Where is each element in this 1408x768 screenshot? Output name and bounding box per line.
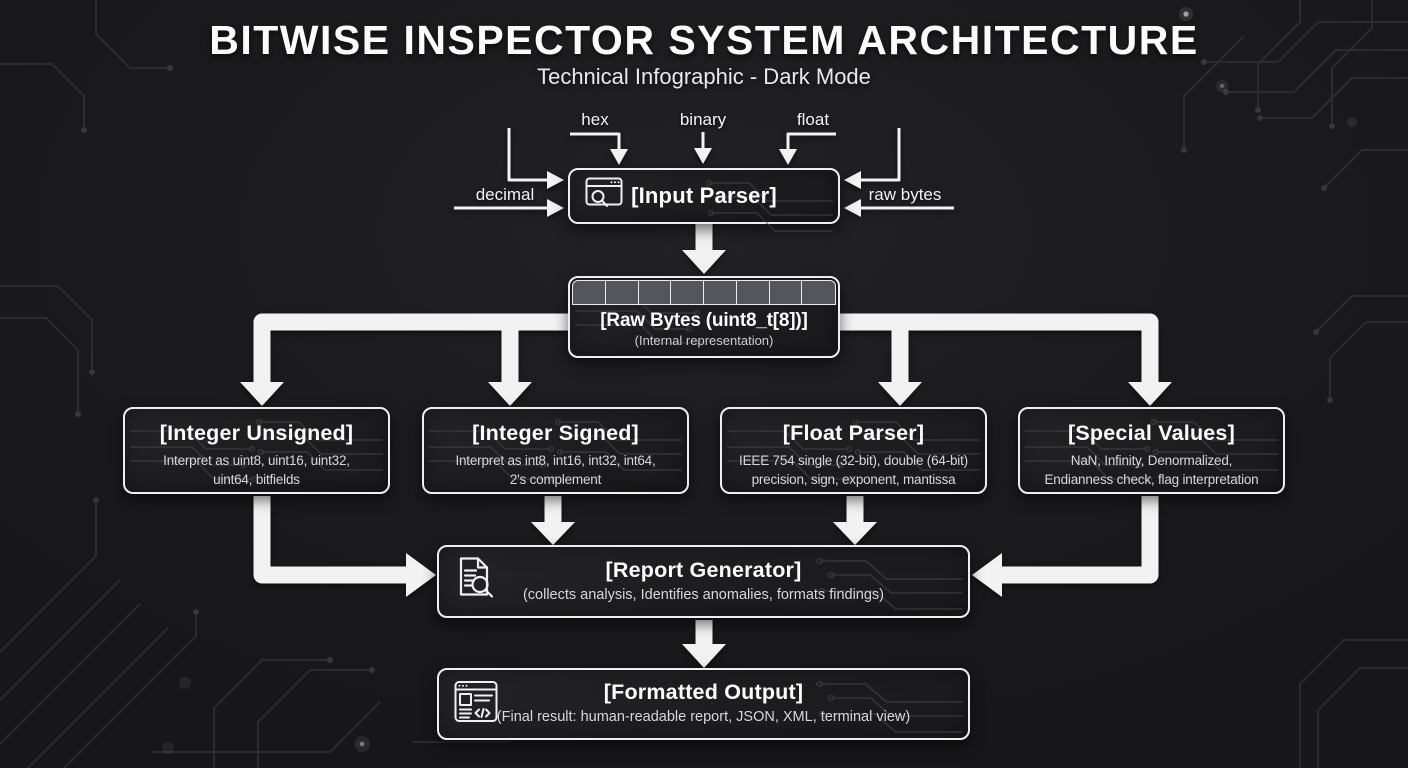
page-title: BITWISE INSPECTOR SYSTEM ARCHITECTURE <box>209 17 1199 63</box>
integer-unsigned-desc-line1: Interpret as uint8, uint16, uint32, <box>163 453 350 468</box>
window-search-icon <box>585 177 623 215</box>
byte-cell <box>768 280 804 305</box>
float-parser-title: [Float Parser] <box>782 421 925 445</box>
byte-cell <box>801 280 837 305</box>
report-generator-node: [Report Generator] (collects analysis, I… <box>437 545 970 618</box>
arrow-decimal-lower-to-input-parser <box>454 199 564 217</box>
raw-bytes-subtitle: (Internal representation) <box>634 333 774 348</box>
formatted-output-node: [Formatted Output] (Final result: human-… <box>437 668 970 740</box>
integer-unsigned-title: [Integer Unsigned] <box>159 421 354 445</box>
arrow-integer-signed-to-report-generator <box>531 496 575 545</box>
special-values-node: [Special Values] NaN, Infinity, Denormal… <box>1018 407 1285 494</box>
special-values-desc-line2: Endianness check, flag interpretation <box>1044 471 1259 487</box>
arrow-decimal-upper-to-input-parser <box>507 128 564 189</box>
arrow-hex-to-input-parser <box>570 132 628 165</box>
input-parser-title: [Input Parser] <box>631 183 777 208</box>
input-label-float: float <box>796 110 830 129</box>
input-label-decimal: decimal <box>475 185 535 204</box>
special-values-desc-line1: NaN, Infinity, Denormalized, <box>1070 453 1233 468</box>
report-generator-title: [Report Generator] <box>605 558 802 582</box>
arrow-raw-bytes-to-integer-signed <box>488 318 532 406</box>
page-subtitle: Technical Infographic - Dark Mode <box>537 64 871 89</box>
arrow-special-values-to-report-generator <box>972 496 1159 597</box>
arrow-raw-bytes-to-special-values <box>840 313 1172 406</box>
byte-cell <box>572 280 607 305</box>
arrow-raw-bytes-to-float-parser <box>878 318 922 406</box>
input-label-hex: hex <box>581 110 609 129</box>
input-label-raw-bytes: raw bytes <box>868 185 942 204</box>
float-parser-node: [Float Parser] IEEE 754 single (32-bit),… <box>720 407 987 494</box>
document-search-icon <box>454 556 496 607</box>
arrow-report-generator-to-formatted-output <box>682 620 726 668</box>
float-parser-desc-line1: IEEE 754 single (32-bit), double (64-bit… <box>739 453 968 468</box>
formatted-output-title: [Formatted Output] <box>603 680 804 704</box>
integer-unsigned-desc-line2: uint64, bitfields <box>213 471 300 487</box>
byte-cell <box>637 280 673 305</box>
report-generator-subtitle: (collects analysis, Identifies anomalies… <box>522 587 885 603</box>
integer-signed-title: [Integer Signed] <box>472 421 639 445</box>
arrow-rawbytes-upper-to-input-parser <box>844 128 901 189</box>
input-label-binary: binary <box>679 110 727 129</box>
float-parser-desc-line2: precision, sign, exponent, mantissa <box>751 471 956 487</box>
raw-bytes-title: [Raw Bytes (uint8_t[8])] <box>600 310 808 331</box>
integer-unsigned-node: [Integer Unsigned] Interpret as uint8, u… <box>123 407 390 494</box>
integer-signed-desc-line2: 2's complement <box>509 471 602 487</box>
byte-cell <box>604 280 640 305</box>
arrow-raw-bytes-to-integer-unsigned <box>240 313 568 406</box>
integer-signed-node: [Integer Signed] Interpret as int8, int1… <box>422 407 689 494</box>
raw-bytes-node: [Raw Bytes (uint8_t[8])] (Internal repre… <box>568 276 840 358</box>
byte-cell <box>670 280 705 305</box>
input-parser-node: [Input Parser] <box>568 168 840 232</box>
arrow-float-parser-to-report-generator <box>833 496 877 545</box>
arrow-float-to-input-parser <box>779 132 836 165</box>
arrow-rawbytes-lower-to-input-parser <box>844 199 954 217</box>
byte-cell <box>703 280 738 305</box>
integer-signed-desc-line1: Interpret as int8, int16, int32, int64, <box>455 453 656 468</box>
code-window-icon <box>454 681 498 728</box>
byte-cell-row <box>572 280 837 305</box>
special-values-title: [Special Values] <box>1068 421 1235 445</box>
arrow-integer-unsigned-to-report-generator <box>253 496 436 597</box>
byte-cell <box>735 280 771 305</box>
arrow-input-parser-to-raw-bytes <box>682 224 726 274</box>
arrow-binary-to-input-parser <box>694 132 712 164</box>
formatted-output-subtitle: (Final result: human-readable report, JS… <box>496 709 911 725</box>
